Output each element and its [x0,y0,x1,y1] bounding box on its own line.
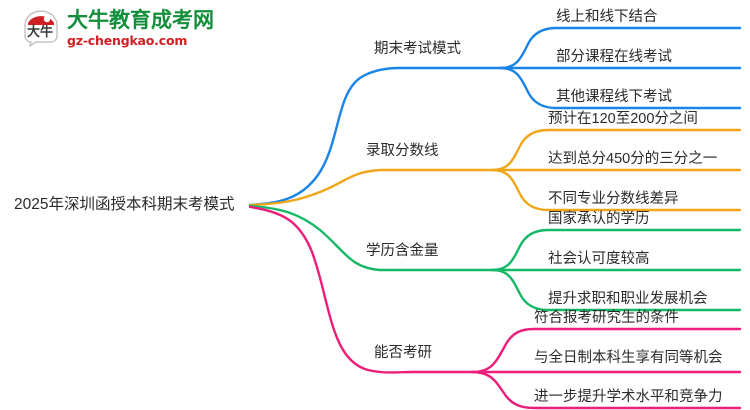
site-logo[interactable]: 大牛 大牛教育成考网 gz-chengkao.com [22,10,214,48]
mindmap-leaf-node-4-3[interactable]: 进一步提升学术水平和竞争力 [534,389,723,405]
logo-title: 大牛教育成考网 [67,9,214,33]
mindmap-leaf-node-1-3[interactable]: 其他课程线下考试 [556,89,672,105]
mindmap-leaf-node-3-1[interactable]: 国家承认的学历 [548,211,650,227]
mindmap-leaf-node-2-2[interactable]: 达到总分450分的三分之一 [548,151,718,167]
svg-text:大牛: 大牛 [27,24,53,40]
mindmap-leaf-node-3-3[interactable]: 提升求职和职业发展机会 [548,291,708,307]
mindmap-root-node[interactable]: 2025年深圳函授本科期末考模式 [14,196,235,213]
logo-subtitle: gz-chengkao.com [67,33,188,49]
mindmap-leaf-node-3-2[interactable]: 社会认可度较高 [548,251,650,267]
logo-bull-icon: 大牛 [22,10,60,48]
mindmap-branch-node-1[interactable]: 期末考试模式 [374,41,461,57]
mindmap-leaf-node-4-1[interactable]: 符合报考研究生的条件 [534,310,679,326]
mindmap-branch-node-3[interactable]: 学历含金量 [366,243,439,259]
mindmap-branch-node-4[interactable]: 能否考研 [374,345,432,361]
mindmap-leaf-node-1-1[interactable]: 线上和线下结合 [556,9,658,25]
connector-branch-4 [248,205,742,410]
logo-text-block: 大牛教育成考网 gz-chengkao.com [67,10,214,48]
mindmap-leaf-node-1-2[interactable]: 部分课程在线考试 [556,49,672,65]
mindmap-leaf-node-4-2[interactable]: 与全日制本科生享有同等机会 [534,350,723,366]
mindmap-branch-node-2[interactable]: 录取分数线 [366,143,439,159]
mindmap-leaf-node-2-1[interactable]: 预计在120至200分之间 [548,111,698,127]
mindmap-leaf-node-2-3[interactable]: 不同专业分数线差异 [548,191,679,207]
